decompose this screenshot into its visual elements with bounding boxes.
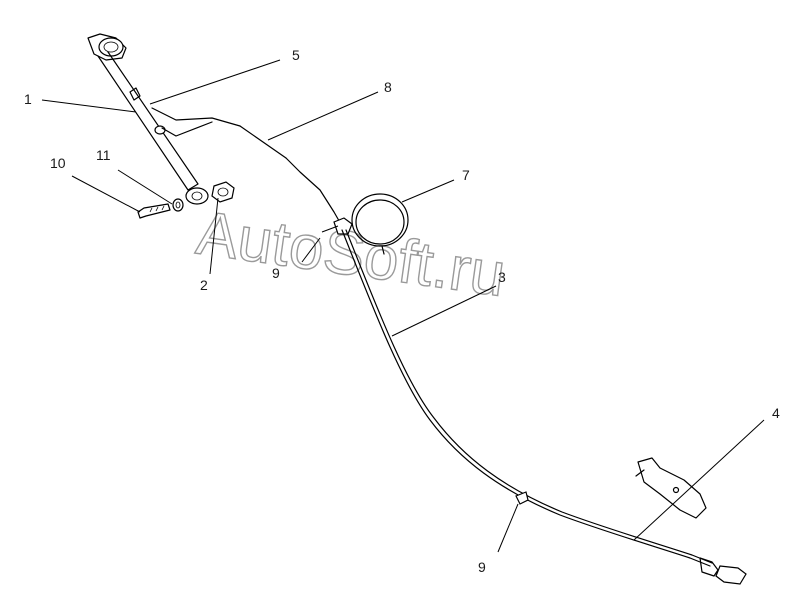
leader-lines [41, 59, 765, 553]
cable-housing-upper [151, 107, 343, 227]
watermark-text: AutoSoft.ru [193, 198, 510, 309]
callout-5: 5 [292, 47, 300, 63]
callout-2: 2 [200, 277, 208, 293]
callout-labels: 1 2 3 4 5 7 8 9 9 10 11 [24, 47, 780, 575]
mounting-bracket [635, 457, 707, 519]
callout-11: 11 [96, 147, 111, 163]
cable-clip-upper [333, 217, 353, 235]
callout-3: 3 [498, 269, 506, 285]
callout-9-upper: 9 [272, 265, 280, 281]
callout-4: 4 [772, 405, 780, 421]
callout-10: 10 [50, 155, 66, 171]
bolt [137, 203, 171, 219]
main-cable [341, 229, 713, 567]
cable-clip-lower [515, 491, 529, 505]
ring-clamp [351, 193, 409, 255]
washer [172, 198, 184, 212]
watermark: AutoSoft.ru [192, 198, 510, 311]
cable-end-fitting [699, 557, 747, 585]
callout-7: 7 [462, 167, 470, 183]
callout-1: 1 [24, 91, 32, 107]
callout-9-lower: 9 [478, 559, 486, 575]
callout-8: 8 [384, 79, 392, 95]
lever-arm [87, 33, 209, 205]
nut [211, 181, 235, 203]
